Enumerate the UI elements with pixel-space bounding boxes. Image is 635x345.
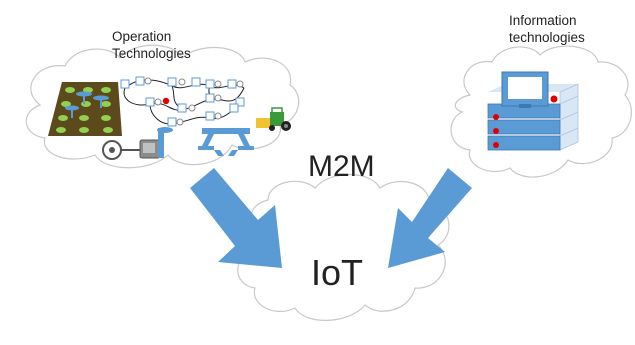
information-technologies-label: Information technologies <box>509 12 585 46</box>
server-computer-icon <box>487 71 579 151</box>
iot-cloud <box>237 173 450 321</box>
arrow-it-to-iot <box>388 168 472 268</box>
operation-technologies-label: Operation Technologies <box>112 28 191 62</box>
arrow-ot-to-iot <box>190 168 282 268</box>
tractor-icon <box>256 107 291 131</box>
sensor-nodes <box>120 76 245 127</box>
iot-label: IoT <box>311 252 364 293</box>
field-icon <box>48 82 122 136</box>
information-technologies-line-2: technologies <box>509 30 585 45</box>
ot-cloud <box>25 44 300 169</box>
gear-machine-icon <box>102 127 173 160</box>
operation-technologies-line-1: Operation <box>112 29 172 44</box>
information-technologies-line-1: Information <box>509 13 577 28</box>
operation-technologies-line-2: Technologies <box>112 46 191 61</box>
robot-arm-icon <box>198 128 254 156</box>
m2m-label: M2M <box>308 150 375 183</box>
